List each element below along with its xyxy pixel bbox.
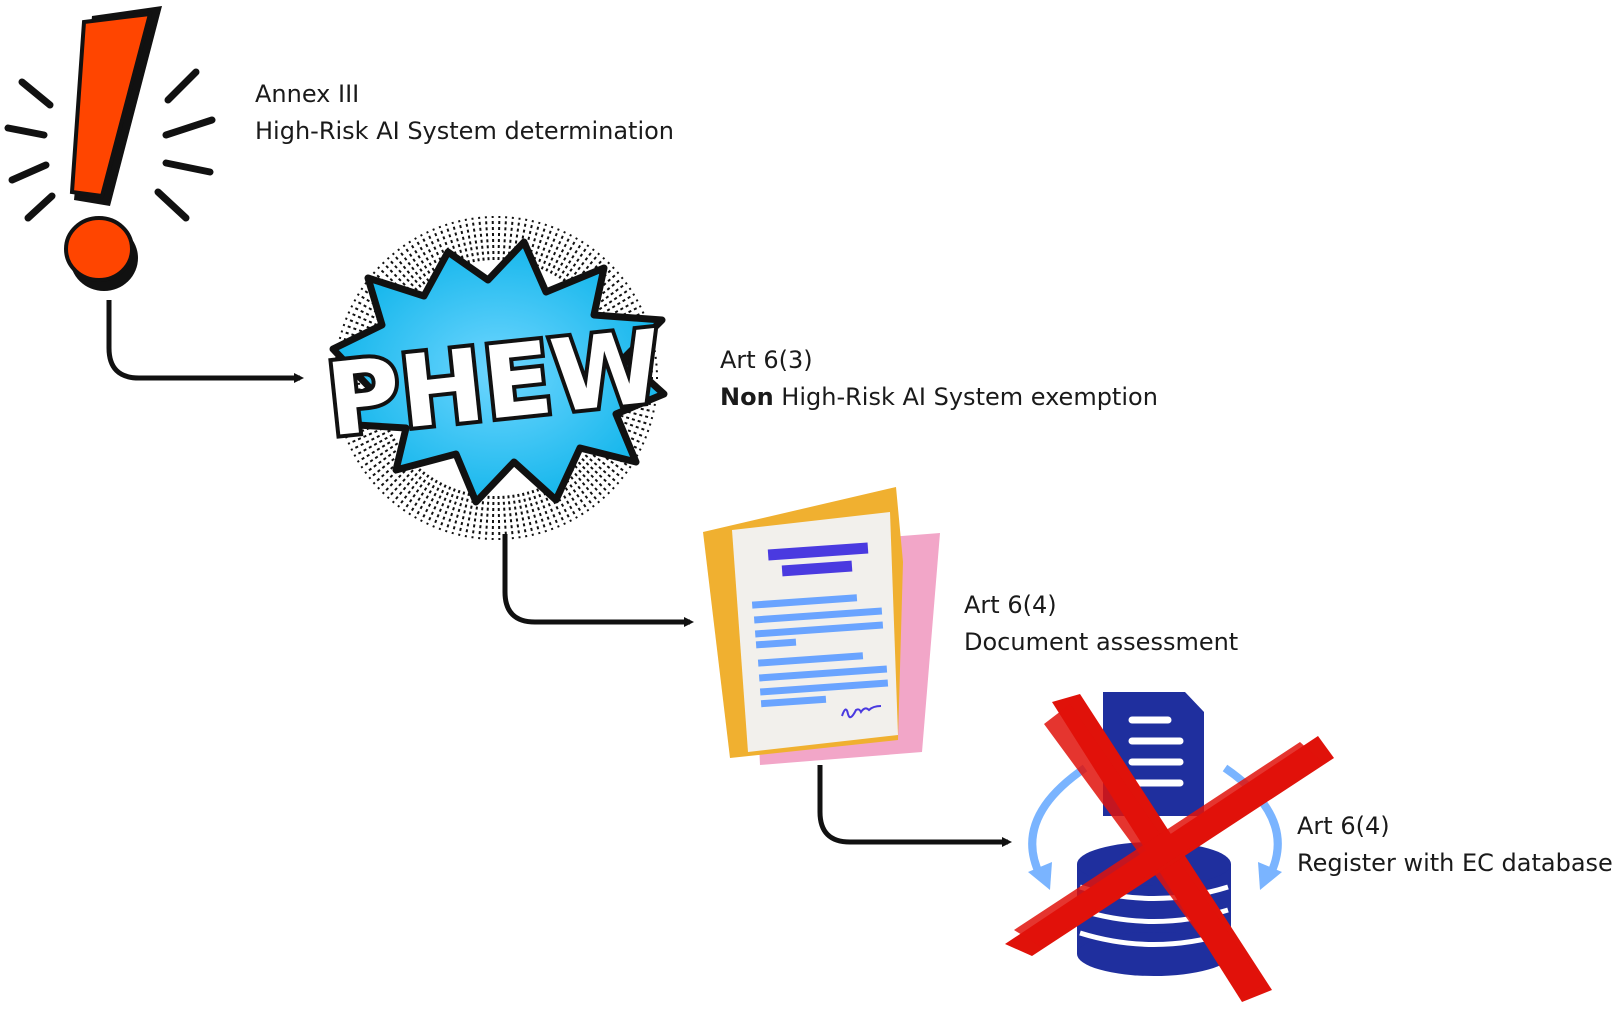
step-4-ref: Art 6(4) <box>1297 812 1390 840</box>
burst-ray <box>397 471 426 508</box>
step-1-desc: High-Risk AI System determination <box>255 117 675 145</box>
step-2-label: Art 6(3) Non High-Risk AI System exempti… <box>720 342 1158 416</box>
burst-ray <box>458 492 471 536</box>
burst-ray <box>521 492 534 536</box>
burst-ray <box>545 230 566 272</box>
burst-ray <box>491 495 495 540</box>
burst-ray <box>577 461 611 495</box>
burst-ray <box>554 237 578 277</box>
step-2-desc: High-Risk AI System exemption <box>773 383 1158 411</box>
cross-out-mark <box>1005 694 1334 1002</box>
step-4-desc: Register with EC database <box>1297 849 1613 877</box>
burst-ray <box>497 495 501 540</box>
burst-ray <box>584 454 620 485</box>
burst-ray <box>391 252 422 288</box>
burst-ray <box>562 244 590 282</box>
burst-ray <box>458 220 471 264</box>
burst-ray <box>426 484 447 526</box>
connector-1-2 <box>106 300 304 383</box>
burst-ray <box>350 429 391 451</box>
burst-ray <box>451 491 466 535</box>
burst-ray <box>414 479 438 519</box>
burst-ray <box>451 221 466 265</box>
burst-ray <box>397 248 426 285</box>
burst-ray <box>364 446 402 475</box>
burst-ray <box>408 240 434 279</box>
step-2-desc-line: Non High-Risk AI System exemption <box>720 379 1158 416</box>
burst-ray <box>574 465 606 500</box>
step-1-ref: Annex III <box>255 80 360 108</box>
burst-ray <box>540 228 560 270</box>
database-sync-icon-crossed-out <box>1005 692 1334 1002</box>
burst-ray <box>558 240 584 279</box>
burst-ray <box>420 482 443 523</box>
phew-comic-burst: PHEW <box>317 216 671 540</box>
signed-document-icon <box>703 487 940 765</box>
step-1-label: Annex III High-Risk AI System determinat… <box>255 76 674 150</box>
burst-ray <box>386 256 418 291</box>
burst-ray <box>484 216 490 261</box>
burst-ray <box>438 488 456 531</box>
burst-ray <box>356 438 396 463</box>
burst-ray <box>386 465 418 500</box>
exclamation-mark-icon <box>4 6 216 291</box>
burst-ray <box>581 458 615 490</box>
step-4-label: Art 6(4) Register with EC database <box>1297 808 1613 882</box>
burst-ray <box>402 244 430 282</box>
burst-ray <box>408 477 434 516</box>
step-3-ref: Art 6(4) <box>964 591 1057 619</box>
burst-ray <box>517 493 528 538</box>
step-2-desc-bold: Non <box>720 383 774 411</box>
step-2-ref: Art 6(3) <box>720 346 813 374</box>
burst-ray <box>566 471 595 508</box>
burst-ray <box>570 468 601 504</box>
burst-ray <box>414 237 438 277</box>
burst-ray <box>593 287 632 314</box>
burst-ray <box>464 218 475 263</box>
burst-ray <box>491 216 495 261</box>
burst-ray <box>536 488 554 531</box>
burst-ray <box>391 468 422 504</box>
burst-ray <box>402 474 430 512</box>
step-3-label: Art 6(4) Document assessment <box>964 587 1238 661</box>
burst-ray <box>360 442 399 469</box>
page-title: After: <box>252 0 442 8</box>
burst-ray <box>478 495 485 540</box>
connectors <box>106 300 1012 847</box>
burst-ray <box>471 217 480 262</box>
burst-ray <box>432 486 452 528</box>
burst-ray <box>587 450 624 480</box>
burst-ray <box>484 495 490 540</box>
burst-ray <box>549 233 572 274</box>
burst-ray <box>497 216 501 261</box>
burst-ray <box>512 494 521 539</box>
burst-ray <box>444 489 461 533</box>
connector-2-3 <box>502 534 694 627</box>
burst-ray <box>502 216 508 261</box>
burst-ray <box>531 489 548 533</box>
burst-ray <box>502 495 508 540</box>
step-3-desc: Document assessment <box>964 628 1239 656</box>
burst-ray <box>507 495 514 540</box>
burst-ray <box>526 491 541 535</box>
connector-3-4 <box>817 765 1012 847</box>
burst-ray <box>536 225 554 268</box>
burst-ray <box>478 216 485 261</box>
burst-ray <box>353 433 394 457</box>
